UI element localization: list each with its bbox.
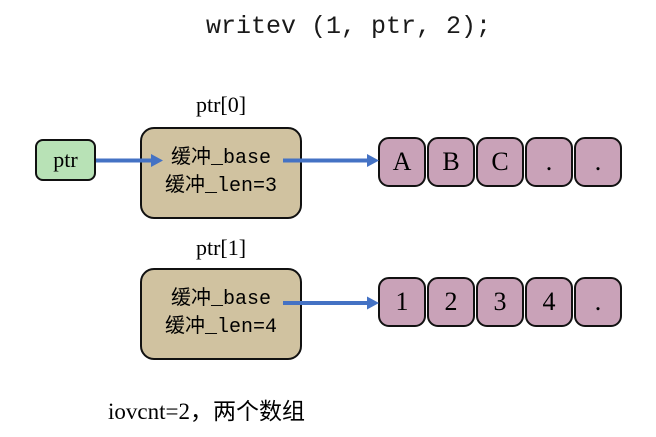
iovec1-len-field: 缓冲_len=4 xyxy=(164,316,277,339)
iovec1-box: 缓冲_base 缓冲_len=4 xyxy=(140,268,302,360)
buffer0-cell: . xyxy=(574,137,622,187)
iovec0-base-field: 缓冲_base xyxy=(170,147,271,170)
code-title: writev (1, ptr, 2); xyxy=(206,12,492,41)
buffer1-array: 1 2 3 4 . xyxy=(378,277,622,327)
buffer0-cell: A xyxy=(378,137,426,187)
iovcnt-caption: iovcnt=2，两个数组 xyxy=(108,399,305,424)
ptr-box: ptr xyxy=(35,139,96,181)
iovec1-base-field: 缓冲_base xyxy=(170,288,271,311)
iovec0-len-field: 缓冲_len=3 xyxy=(164,175,277,198)
buffer1-cell: 1 xyxy=(378,277,426,327)
buffer1-cell: 4 xyxy=(525,277,573,327)
buffer0-cell: B xyxy=(427,137,475,187)
ptr0-label: ptr[0] xyxy=(195,92,247,117)
buffer1-cell: 2 xyxy=(427,277,475,327)
ptr1-label: ptr[1] xyxy=(195,235,247,260)
buffer0-array: A B C . . xyxy=(378,137,622,187)
buffer1-cell: . xyxy=(574,277,622,327)
buffer0-cell: C xyxy=(476,137,524,187)
iovec0-box: 缓冲_base 缓冲_len=3 xyxy=(140,127,302,219)
buffer0-cell: . xyxy=(525,137,573,187)
buffer1-cell: 3 xyxy=(476,277,524,327)
